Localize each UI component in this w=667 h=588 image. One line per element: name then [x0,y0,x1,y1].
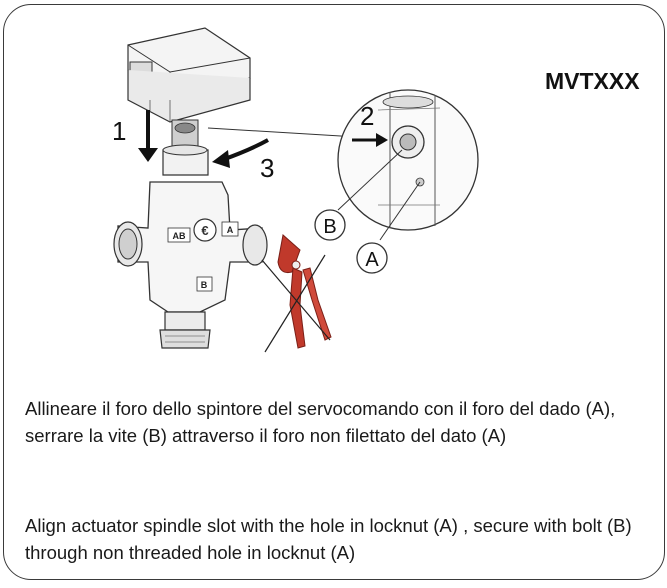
step-2-label: 2 [360,101,374,131]
instruction-english: Align actuator spindle slot with the hol… [25,515,632,563]
svg-text:B: B [323,216,336,238]
port-label-b: B [201,280,208,290]
step-1-label: 1 [112,116,126,146]
prohibited-wrench-icon [261,234,332,353]
instruction-italian: Allineare il foro dello spintore del ser… [25,398,616,446]
model-code: MVTXXX [545,68,640,94]
step-1-arrow [138,110,158,162]
step-3-label: 3 [260,153,274,183]
actuator [127,27,251,123]
svg-text:A: A [365,249,379,271]
callout-b: B [314,209,346,241]
callout-a: A [356,242,388,274]
valve-body: € AB A B [113,181,268,349]
svg-text:€: € [201,223,208,238]
port-label-ab: AB [173,231,186,241]
instruction-card [3,4,665,580]
port-label-a: A [227,225,234,235]
spindle-coupling [162,119,209,176]
detail-zoom [337,89,479,231]
step-3-rotation-arrow [212,138,269,168]
